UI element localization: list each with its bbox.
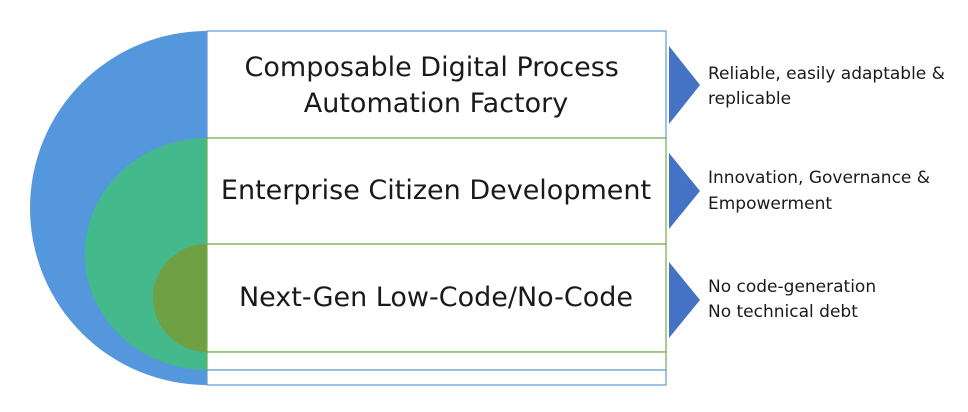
inner-semicircle	[153, 244, 207, 352]
arrow-icon-3	[669, 262, 700, 338]
layer-2-note: Innovation, Governance & Empowerment	[708, 168, 935, 214]
bottom-strip-blue	[206, 369, 667, 386]
layer-3-title: Next-Gen Low-Code/No-Code	[239, 282, 633, 313]
layer-1-title-line-1: Composable Digital Process	[245, 52, 619, 83]
layer-box-1-frame	[206, 30, 667, 139]
layer-1-title: Composable Digital Process Automation Fa…	[245, 52, 628, 119]
layer-2-title: Enterprise Citizen Development	[221, 175, 651, 206]
layer-box-3: Next-Gen Low-Code/No-Code	[206, 243, 667, 353]
layer-3-note-line-1: No code-generation	[708, 277, 876, 297]
layer-1-note: Reliable, easily adaptable & replicable	[708, 64, 950, 109]
layer-1-note-line-1: Reliable, easily adaptable &	[708, 64, 945, 84]
layer-1-note-line-2: replicable	[708, 89, 791, 109]
arrow-icon-1	[669, 46, 700, 124]
layer-3-note: No code-generation No technical debt	[708, 277, 882, 322]
layer-box-3-frame	[206, 243, 667, 353]
layer-2-title-line-1: Enterprise Citizen Development	[221, 175, 651, 206]
layer-2-note-line-1: Innovation, Governance &	[708, 168, 930, 188]
layer-box-2: Enterprise Citizen Development	[206, 137, 667, 245]
arrow-icon-2	[669, 153, 700, 229]
layer-1-title-line-2: Automation Factory	[304, 88, 568, 119]
layer-box-2-frame	[206, 137, 667, 245]
bottom-strip-green	[206, 351, 667, 371]
layer-3-title-line-1: Next-Gen Low-Code/No-Code	[239, 282, 633, 313]
layer-3-note-line-2: No technical debt	[708, 302, 858, 322]
layer-2-note-line-2: Empowerment	[708, 194, 832, 214]
layer-box-1: Composable Digital Process Automation Fa…	[206, 30, 667, 139]
